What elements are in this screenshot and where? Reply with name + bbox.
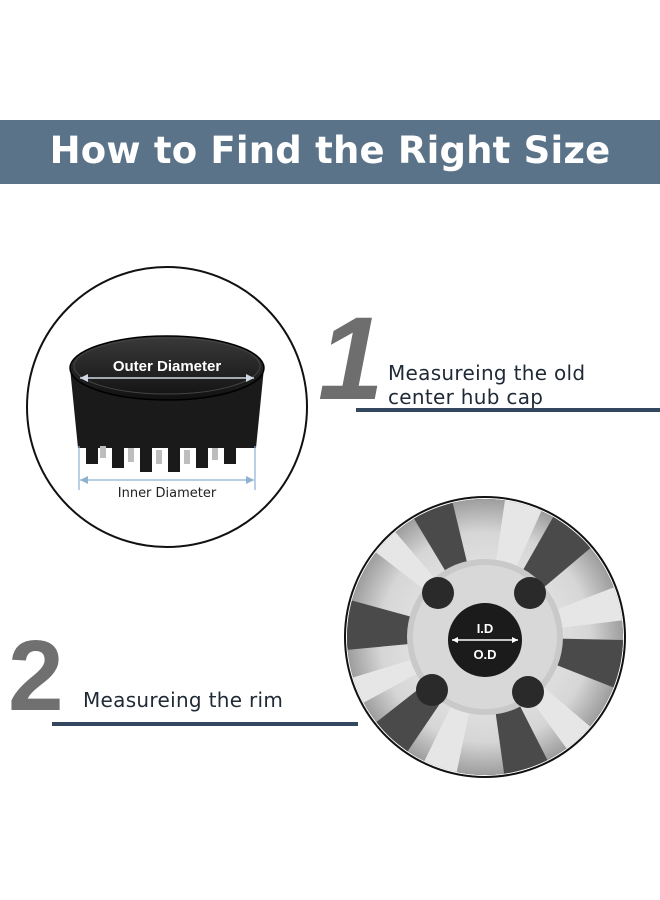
- step-2-text: Measureing the rim: [83, 688, 284, 712]
- step-2-underline: [52, 722, 358, 726]
- step-1-number: 1: [318, 293, 384, 425]
- step-1-underline: [356, 408, 660, 412]
- inner-diameter-label: Inner Diameter: [118, 486, 217, 501]
- hubcap-clips: [86, 430, 236, 472]
- title-banner: [0, 120, 660, 184]
- step-1-text: Measureing the old center hub cap: [388, 361, 585, 409]
- outer-diameter-mark: O.D: [473, 647, 496, 662]
- hubcap-illustration: Outer Diameter Inner Diameter: [26, 266, 308, 548]
- page-title: How to Find the Right Size: [49, 129, 611, 172]
- hubcap-top-face: [69, 335, 265, 401]
- step-1-line-2: center hub cap: [388, 385, 544, 409]
- rim-illustration: I.D O.D: [344, 496, 626, 778]
- lug-nuts: [416, 577, 546, 708]
- step-2-number: 2: [8, 620, 64, 732]
- step-1-line-1: Measureing the old: [388, 361, 586, 385]
- inner-diameter-mark: I.D: [477, 621, 494, 636]
- outer-diameter-label: Outer Diameter: [113, 358, 222, 375]
- hubcap-clip-highlights: [100, 446, 218, 464]
